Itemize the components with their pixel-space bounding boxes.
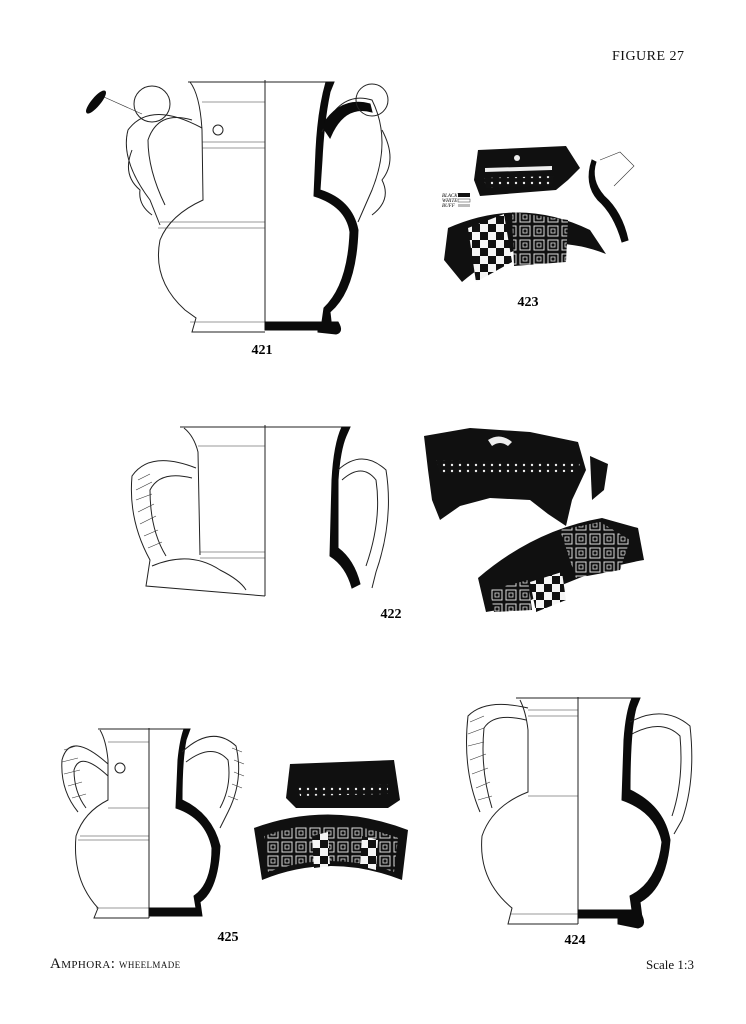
vessel-424-drawing [466,697,693,929]
plate-caption: Amphora: wheelmade [50,956,181,973]
catalog-number-422: 422 [381,607,402,622]
caption-subcategory: wheelmade [118,956,181,971]
catalog-number-425: 425 [218,930,239,945]
scale-note: Scale 1:3 [646,957,695,972]
figure-label: FIGURE 27 [612,49,685,64]
catalog-number-424: 424 [565,933,586,948]
vessel-421-drawing [85,80,391,335]
legend-white: WHITE [442,199,457,204]
fragment-425-drawing [254,760,408,880]
catalog-number-421: 421 [252,343,273,358]
fragment-422-drawing [424,428,644,612]
legend-black: BLACK [442,194,458,199]
legend-buff: BUFF [442,204,456,209]
vessel-425-drawing [61,728,245,919]
fragment-423-drawing [444,146,635,282]
caption-category: Amphora: [50,956,116,972]
vessel-422-drawing [130,425,389,597]
catalog-number-423: 423 [518,295,539,310]
